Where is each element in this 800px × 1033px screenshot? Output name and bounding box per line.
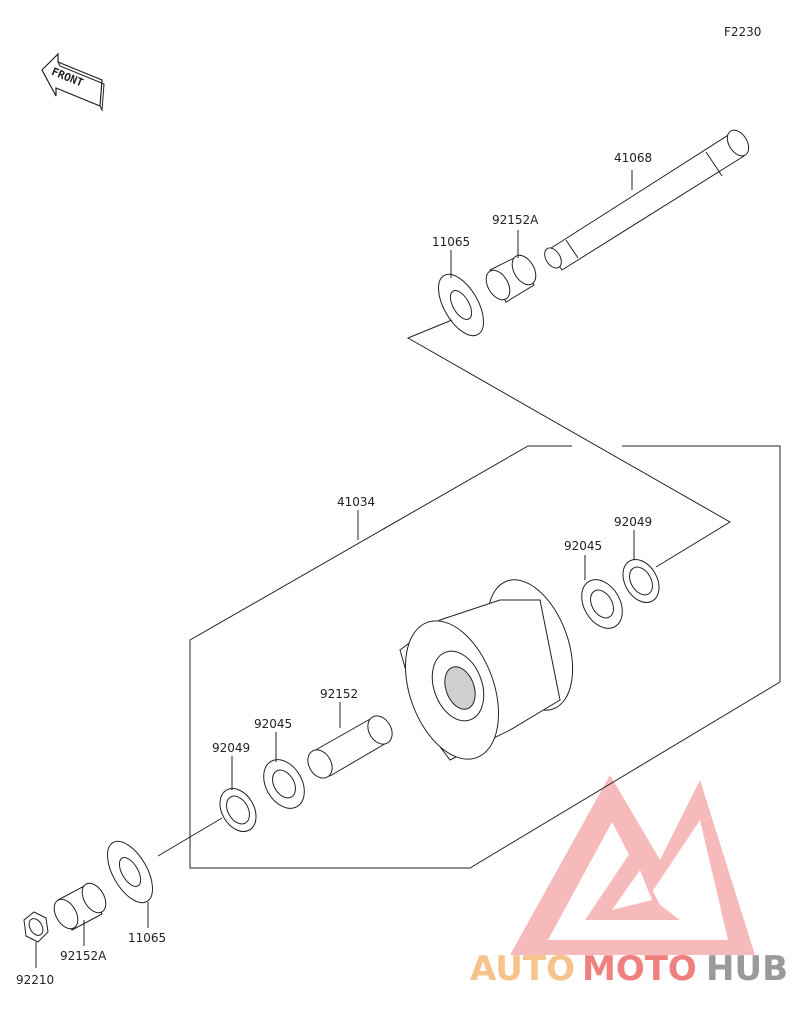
watermark-text: AUTO MOTO HUB [470,949,788,989]
label-spacer: 92152 [320,687,358,701]
label-collar-top: 92152A [492,213,539,227]
label-seal-right: 92049 [614,515,652,529]
hub [399,579,574,761]
watermark-hub: HUB [706,949,788,989]
label-axle: 41068 [614,151,652,165]
bearing-right [581,579,623,629]
label-bearing-left: 92045 [254,717,292,731]
label-nut: 92210 [16,973,54,987]
watermark-auto: AUTO [470,949,575,989]
figure-code: F2230 [724,25,761,39]
watermark-logo [510,775,755,955]
seal-left [219,788,257,832]
label-rotor-plate-top: 11065 [432,235,470,249]
nut [23,911,49,943]
bearing-left [263,759,305,809]
spacer [307,715,393,779]
label-hub: 41034 [337,495,375,509]
axle [544,129,750,271]
collar-top [485,254,537,303]
seal-right [622,559,660,603]
front-arrow-icon: FRONT [41,52,105,112]
leader-right [406,319,731,568]
rotor-plate-bottom [107,840,153,904]
label-seal-left: 92049 [212,741,250,755]
hub-bracket [189,445,781,869]
leader-left [157,817,223,857]
rotor-plate-top [438,273,484,337]
label-rotor-plate-bottom: 11065 [128,931,166,945]
label-collar-bottom: 92152A [60,949,107,963]
collar-bottom [53,882,107,931]
label-bearing-right: 92045 [564,539,602,553]
watermark-moto: MOTO [582,949,697,989]
